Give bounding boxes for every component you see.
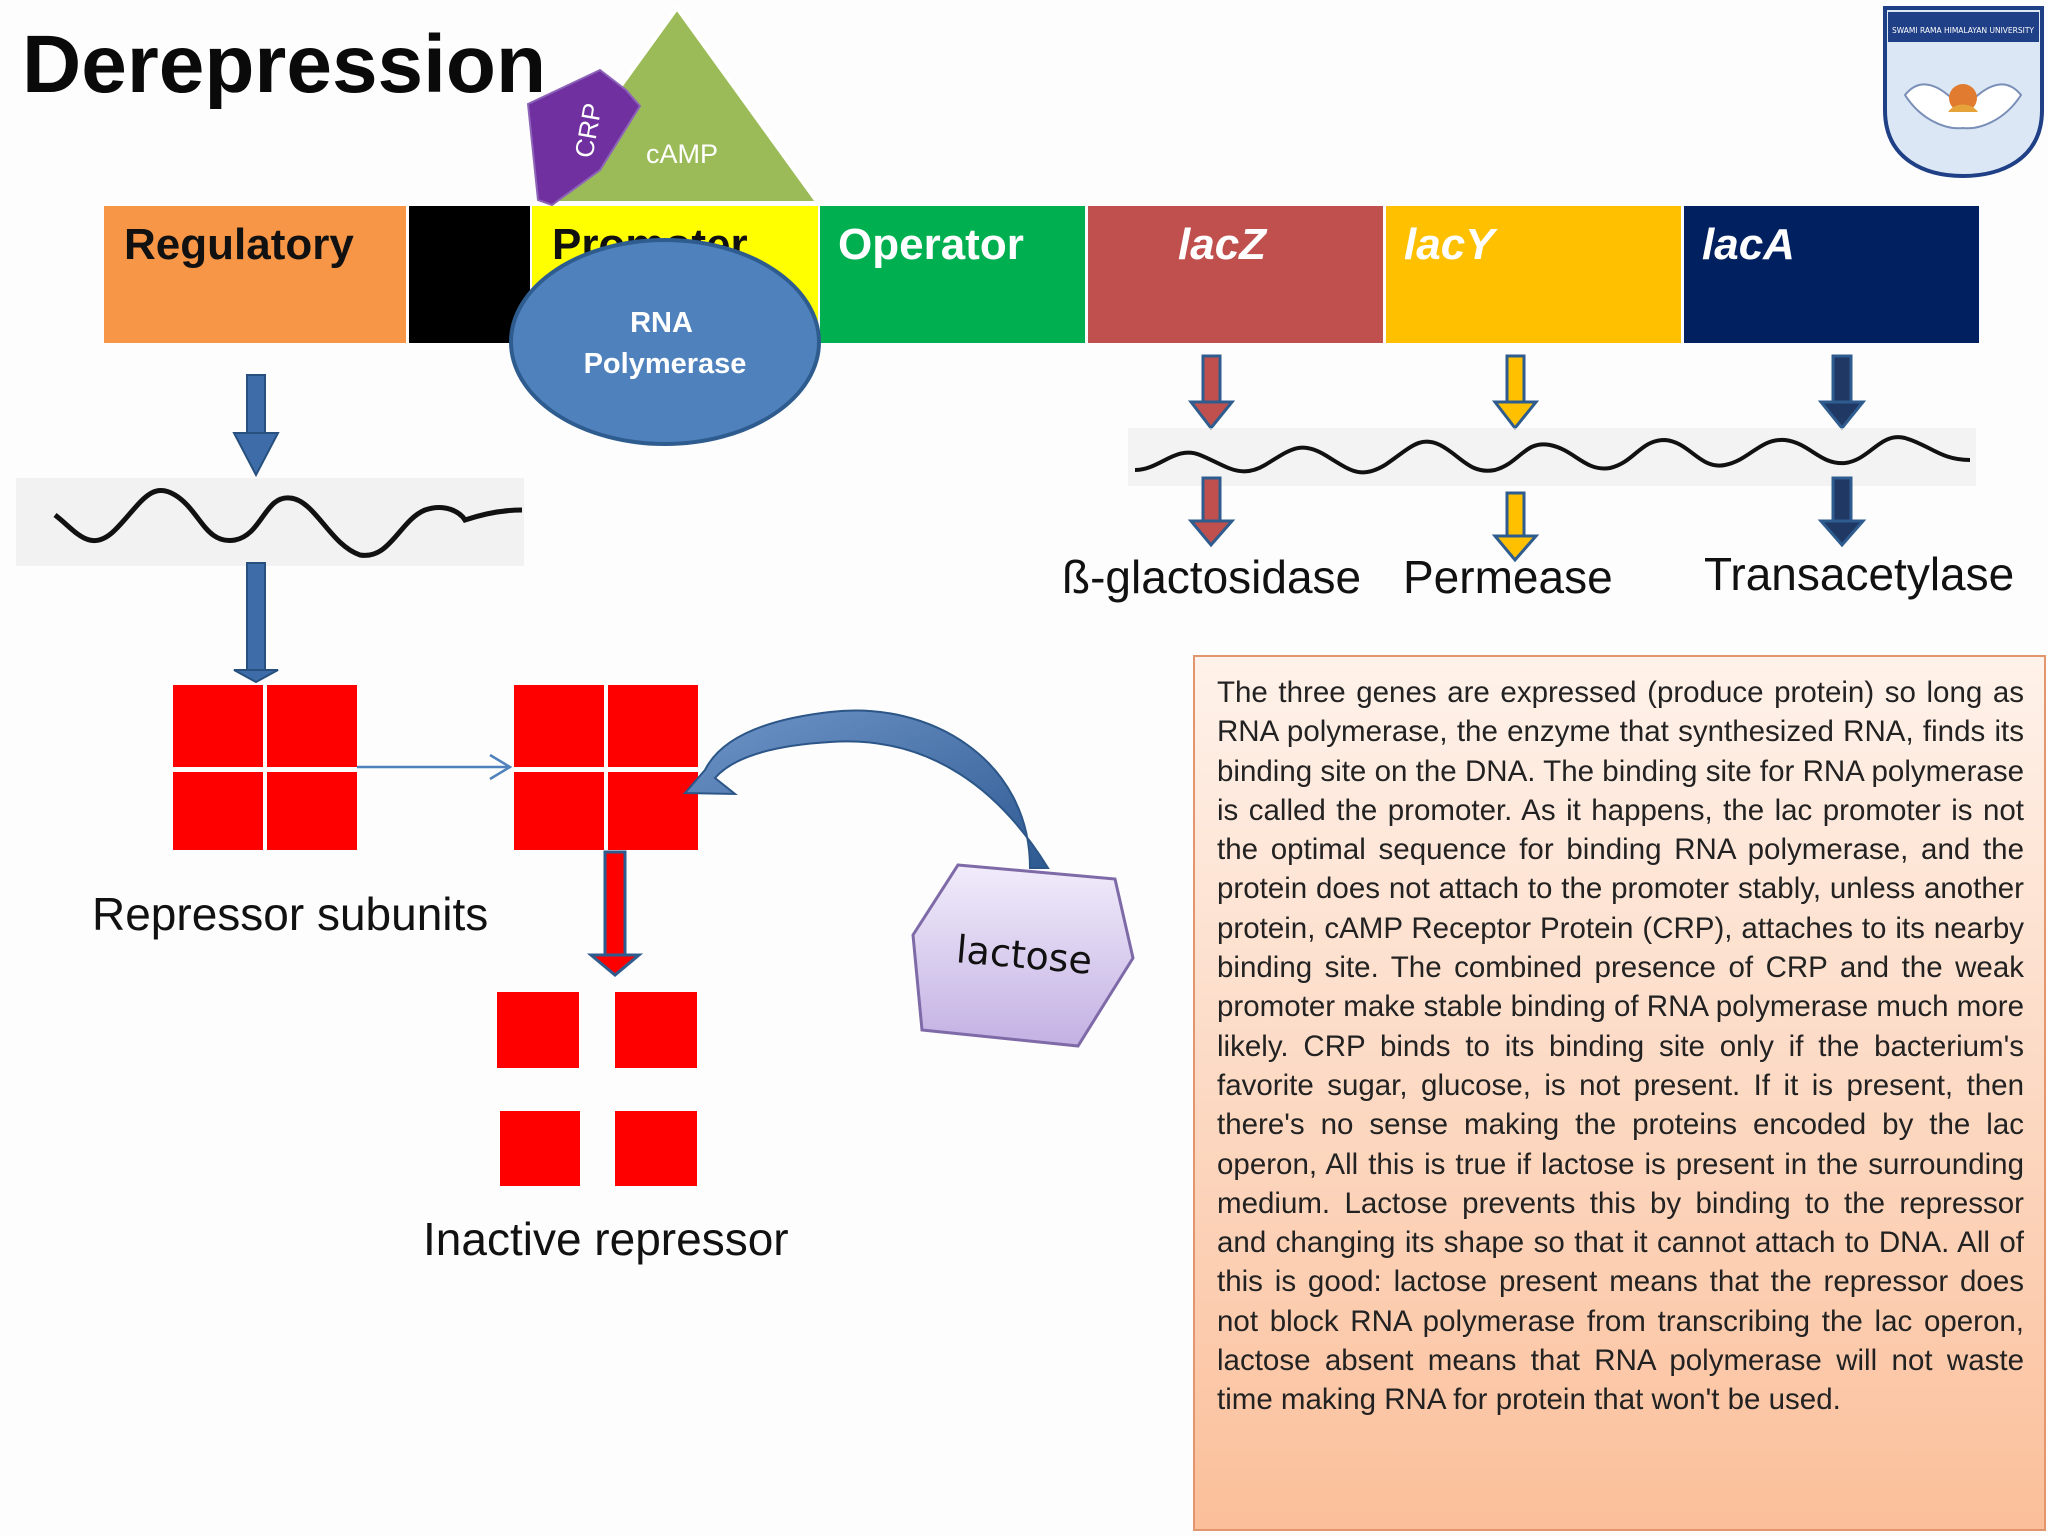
repressor-mrna-wave [53, 487, 523, 558]
laca-product-label: Transacetylase [1704, 548, 2015, 600]
inactivation-arrow [586, 850, 644, 977]
spacer-region [409, 206, 530, 343]
lacy-arrow-2 [1491, 491, 1540, 563]
repressor-subunits-label: Repressor subunits [92, 888, 489, 940]
crp-shape [526, 68, 642, 207]
mrna-wave-bg-left [16, 478, 524, 566]
polycistronic-mrna-wave [1134, 435, 1971, 475]
repressor-active [173, 685, 357, 850]
lacy-arrow-1 [1491, 354, 1540, 431]
lacz-label: lacZ [1178, 220, 1267, 269]
repressor-inactive [497, 992, 697, 1186]
logo-text: SWAMI RAMA HIMALAYAN UNIVERSITY [1892, 26, 2034, 35]
inactive-repressor-label: Inactive repressor [423, 1213, 789, 1265]
laca-gene: lacA [1684, 206, 1979, 343]
regulatory-arrow-2 [233, 562, 279, 684]
regulatory-arrow-1 [232, 374, 280, 478]
camp-label: cAMP [646, 139, 718, 169]
operator-label: Operator [838, 220, 1024, 269]
explanation-text: The three genes are expressed (produce p… [1217, 676, 2024, 1417]
operator-region: Operator [820, 206, 1085, 343]
university-logo: SWAMI RAMA HIMALAYAN UNIVERSITY [1883, 6, 2044, 179]
repressor-transition-arrow [357, 753, 513, 781]
lacz-arrow-1 [1187, 354, 1236, 431]
regulatory-gene: Regulatory [104, 206, 406, 343]
lacy-gene: lacY [1386, 206, 1681, 343]
lactose-hexagon [911, 863, 1135, 1048]
lacz-arrow-2 [1187, 476, 1236, 548]
rna-polymerase-ellipse [509, 238, 821, 446]
rna-polymerase-label-line2: Polymerase [584, 348, 747, 380]
regulatory-label: Regulatory [124, 220, 354, 269]
explanation-box: The three genes are expressed (produce p… [1193, 655, 2046, 1531]
lacy-product-label: Permease [1403, 551, 1613, 603]
lacz-product-label: ß-glactosidase [1062, 551, 1362, 603]
mrna-wave-bg-right [1128, 428, 1976, 486]
lactose-curved-arrow [682, 709, 1050, 869]
laca-arrow-2 [1817, 476, 1867, 548]
repressor-bound [514, 685, 698, 850]
lacz-gene: lacZ [1088, 206, 1383, 343]
rna-polymerase-label: RNA Polymerase [584, 307, 747, 380]
lacy-label: lacY [1404, 220, 1495, 269]
page-title: Derepression [22, 19, 547, 110]
laca-arrow-1 [1817, 354, 1867, 431]
laca-label: lacA [1702, 220, 1795, 269]
rna-polymerase-label-line1: RNA [630, 307, 693, 339]
